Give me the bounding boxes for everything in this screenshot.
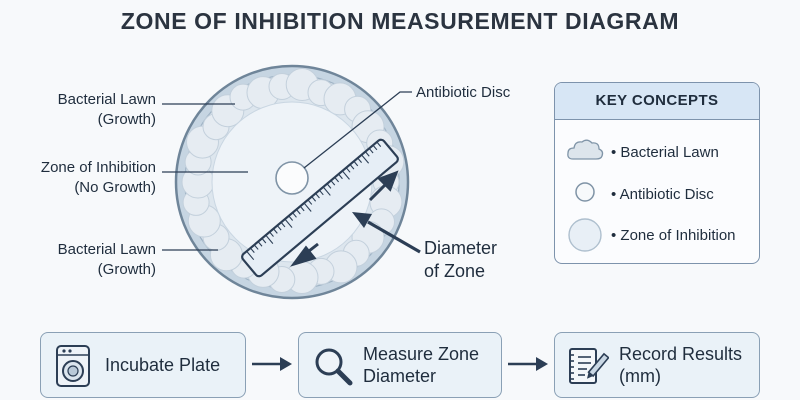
arrow-step2-to-step3 [508, 352, 548, 381]
label-zone-line1: Zone of Inhibition [41, 159, 156, 176]
key-concepts-header: KEY CONCEPTS [555, 83, 759, 120]
ruler-tick [368, 148, 374, 154]
ruler-tick [288, 215, 294, 221]
ruler-tick [296, 209, 301, 215]
ruler-tick [269, 231, 274, 237]
ruler-tick [349, 164, 355, 170]
diameter-pointer [352, 212, 421, 254]
ruler-tick [364, 151, 370, 157]
ruler-tick [341, 170, 350, 180]
key-label-zone-of-inhibition: • Zone of Inhibition [611, 227, 736, 244]
ruler-tick [357, 157, 363, 164]
ruler-ticks [246, 141, 382, 261]
ruler-tick [253, 244, 259, 250]
diameter-arrows [290, 170, 399, 267]
ruler-tick [299, 205, 305, 212]
label-lawn-top-line2: (Growth) [98, 111, 156, 128]
ruler-tick [307, 199, 313, 205]
ruler-tick [361, 154, 370, 164]
ruler-tick [326, 183, 332, 189]
step-incubate-plate: Incubate Plate [40, 332, 246, 398]
step-label-measure-line2: Diameter [363, 366, 437, 386]
ruler-tick [273, 228, 278, 234]
arrow-step1-to-step2 [252, 352, 292, 381]
incubator-icon [56, 345, 90, 387]
ruler-tick [257, 241, 263, 247]
step-record-results: Record Results (mm) [554, 332, 760, 398]
notepad-icon [569, 348, 609, 384]
key-label-bacterial-lawn: • Bacterial Lawn [611, 144, 719, 161]
label-lawn-bottom-line2: (Growth) [98, 261, 156, 278]
ruler-tick [330, 180, 336, 186]
ruler-tick [250, 247, 255, 254]
ruler-tick [319, 189, 324, 196]
step-label-incubate-line1: Incubate Plate [105, 355, 221, 375]
ruler-tick [311, 196, 317, 202]
ruler-tick [353, 160, 359, 167]
ruler-tick [303, 202, 312, 212]
ruler [241, 138, 399, 278]
ruler-tick [284, 218, 293, 228]
ruler-tick [265, 234, 274, 244]
ruler-tick [345, 167, 351, 173]
ruler-tick [246, 250, 255, 261]
ruler-tick [322, 186, 331, 196]
pointer-lines [162, 91, 412, 251]
magnifier-icon [315, 348, 353, 386]
label-antibiotic-disc: Antibiotic Disc [416, 84, 511, 101]
step-label-record-line2: (mm) [619, 366, 661, 386]
ruler-tick [276, 225, 282, 231]
key-concepts-panel: KEY CONCEPTS • Bacterial Lawn • Antibiot… [554, 82, 760, 264]
ruler-tick [315, 193, 320, 199]
ruler-tick [334, 176, 340, 183]
ruler-tick [261, 238, 267, 244]
ruler-tick [280, 221, 286, 228]
key-item-bacterial-lawn: • Bacterial Lawn [565, 135, 755, 171]
petri-dish-diagram: Bacterial Lawn (Growth) Zone of Inhibiti… [41, 64, 511, 300]
page-title: ZONE OF INHIBITION MEASUREMENT DIAGRAM [120, 8, 680, 34]
ruler-tick [376, 141, 382, 147]
label-diameter-line1: Diameter [424, 238, 497, 258]
ruler-tick [292, 212, 297, 218]
step-measure-zone: Measure Zone Diameter [298, 332, 502, 398]
disc-icon [575, 182, 595, 202]
ruler-tick [338, 173, 343, 180]
label-zone-line2: (No Growth) [74, 179, 156, 196]
key-label-antibiotic-disc: • Antibiotic Disc [611, 186, 714, 203]
label-lawn-top-line1: Bacterial Lawn [58, 91, 156, 108]
step-label-measure-line1: Measure Zone [363, 344, 480, 364]
cloud-icon [567, 139, 604, 160]
label-diameter-line2: of Zone [424, 261, 485, 281]
key-item-antibiotic-disc: • Antibiotic Disc [565, 177, 755, 213]
ruler-tick [372, 144, 378, 151]
step-label-record-line1: Record Results [619, 344, 743, 364]
label-lawn-bottom-line1: Bacterial Lawn [58, 241, 156, 258]
antibiotic-disc [275, 161, 309, 195]
key-item-zone-of-inhibition: • Zone of Inhibition [565, 217, 755, 253]
zone-circle-icon [568, 218, 602, 252]
